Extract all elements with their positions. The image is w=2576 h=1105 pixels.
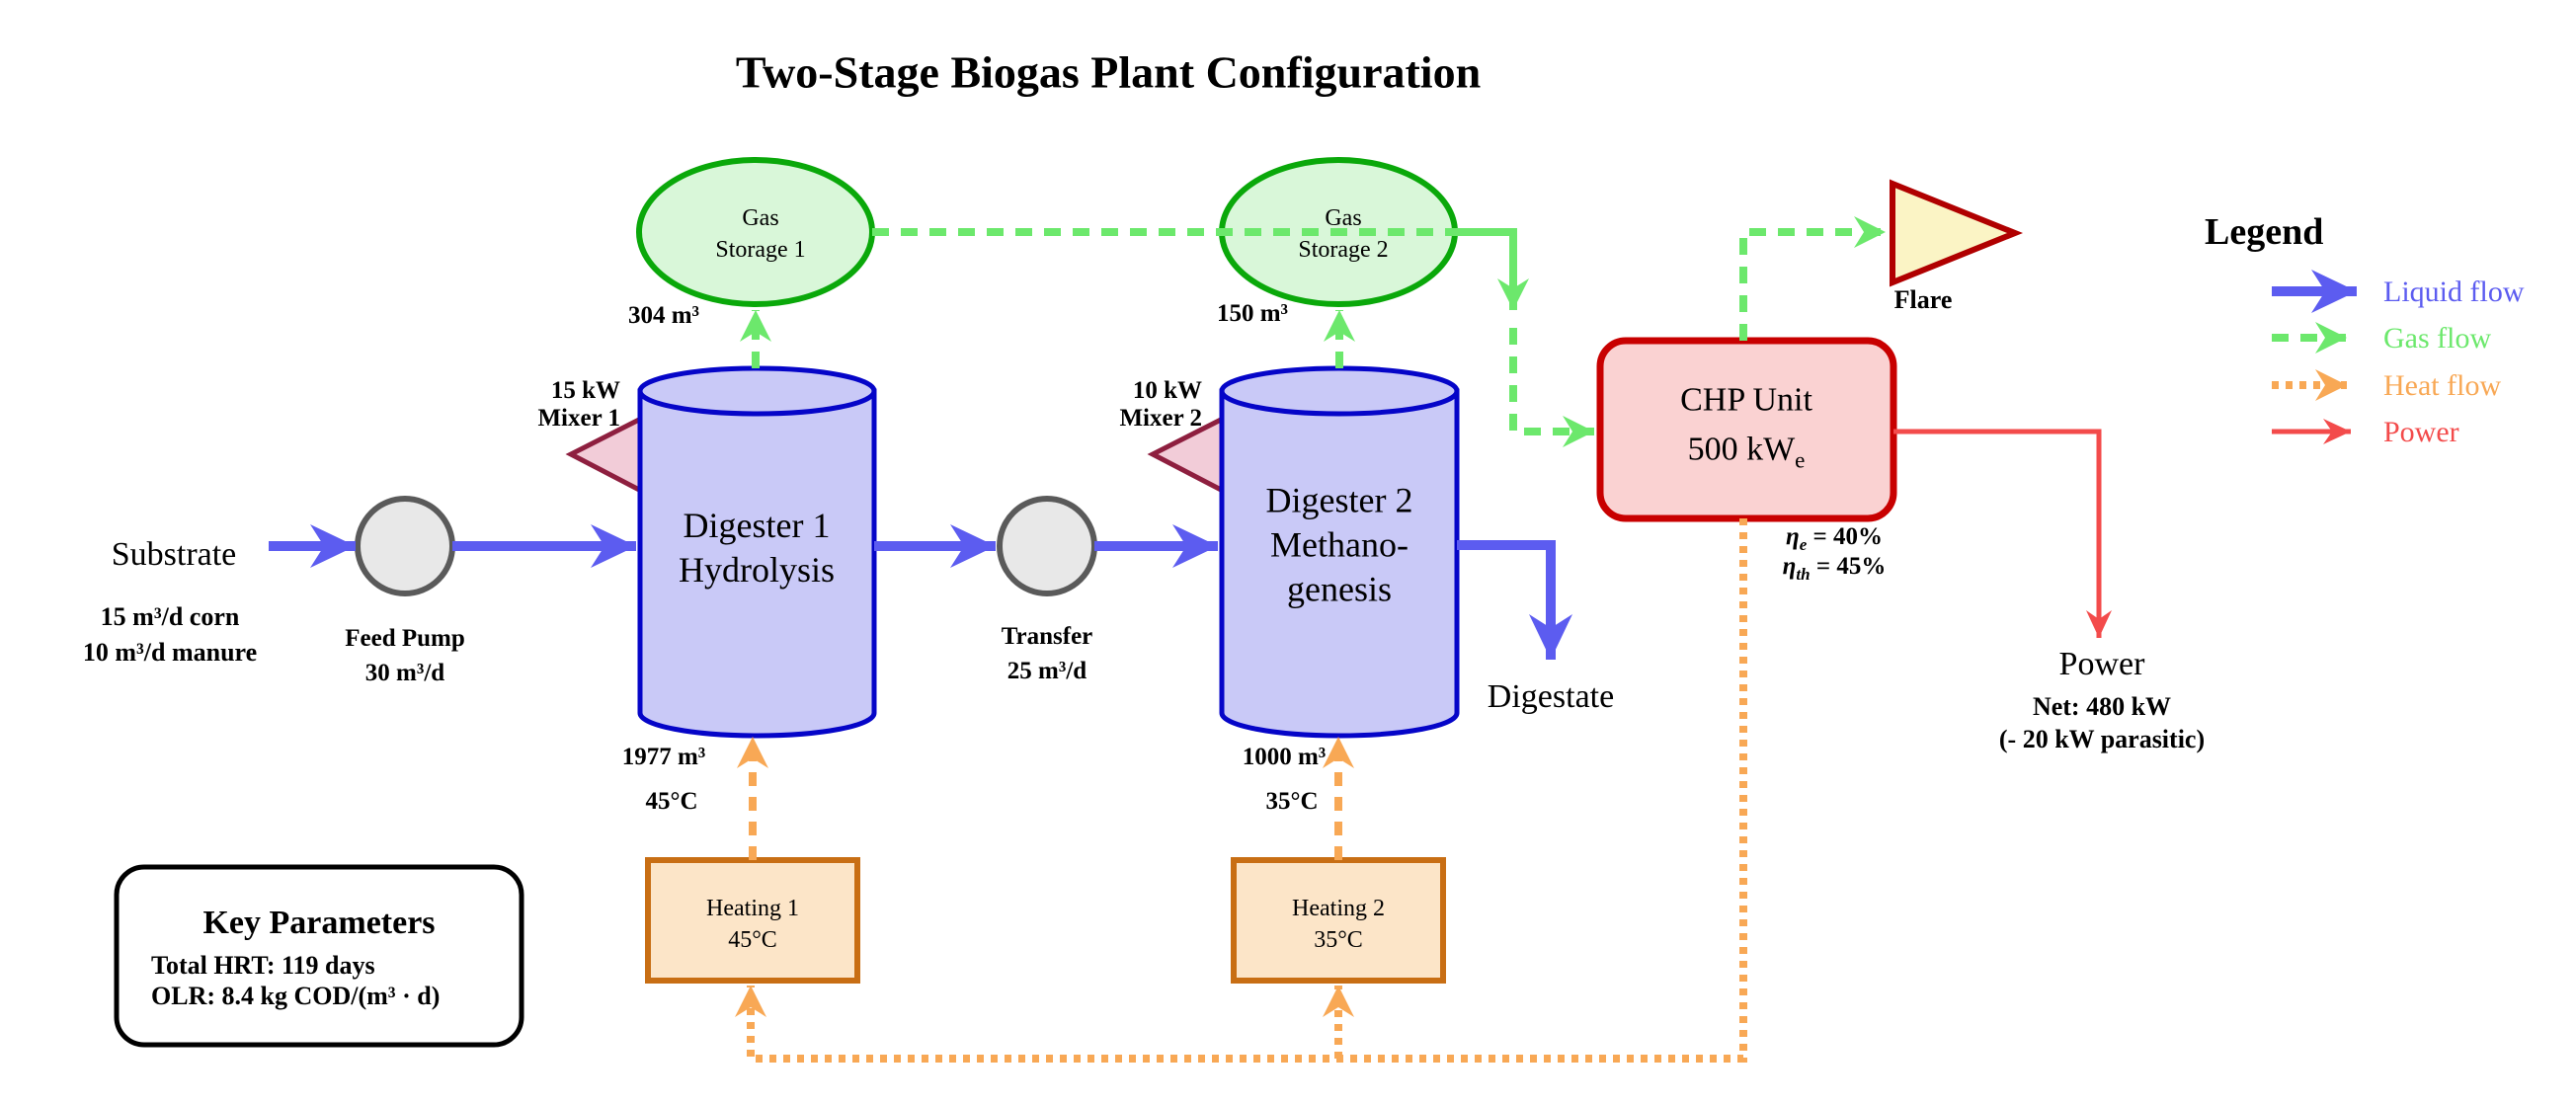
heating2-label: Heating 2 35°C [1292, 893, 1385, 956]
power-net: Net: 480 kW [2032, 692, 2172, 721]
liquid-arrow-digestate [1457, 540, 1572, 660]
gas-arrow-to-chp [1509, 328, 1594, 447]
feed-pump-rate: 30 m³/d [364, 660, 445, 686]
transfer-pump-name: Transfer [1001, 623, 1093, 650]
power-parasitic: (- 20 kW parasitic) [1998, 725, 2206, 753]
legend-item-heat-flow: Heat flow [2383, 369, 2502, 402]
chp-rating: 500 kWe [1687, 431, 1806, 474]
digester2-shape [1219, 365, 1460, 739]
digestate-label: Digestate [1487, 678, 1615, 715]
gas-storage1-volume: 304 m³ [627, 302, 700, 329]
power-label: Power [2058, 646, 2145, 682]
power-arrow-chp-out [1893, 429, 2112, 638]
mixer1-name: Mixer 1 [537, 405, 620, 432]
liquid-flow-lines [269, 524, 1572, 660]
digester1-volume: 1977 m³ [621, 744, 706, 770]
digester2-label: Digester 2 Methano- genesis [1266, 479, 1413, 612]
chp-name: CHP Unit [1680, 381, 1812, 419]
key-parameters-box [114, 864, 524, 1048]
gas-storage1-line1: Gas [742, 205, 779, 231]
legend-title: Legend [2205, 211, 2324, 253]
gas-storage2-label: Gas Storage 2 [1298, 202, 1388, 266]
legend-item-liquid-flow: Liquid flow [2383, 276, 2525, 308]
key-parameters-olr: OLR: 8.4 kg COD/(m³ · d) [151, 982, 441, 1010]
key-parameters-hrt: Total HRT: 119 days [151, 951, 375, 980]
mixer1-power: 15 kW [550, 377, 620, 404]
gas-storage2-volume: 150 m³ [1216, 300, 1289, 327]
gas-flow-lines [740, 216, 1886, 447]
gas-storage2-line1: Gas [1325, 205, 1362, 231]
feed-pump-name: Feed Pump [345, 625, 465, 652]
digester1-process: Hydrolysis [678, 550, 836, 590]
gas-elbow-storage2 [1454, 228, 1529, 310]
digester2-temp: 35°C [1265, 788, 1319, 815]
digester1-label: Digester 1 Hydrolysis [679, 504, 835, 592]
gas-arrow-chp-flare [1739, 216, 1886, 341]
chp-eta-thermal: ηth = 45% [1782, 553, 1887, 585]
digester2-volume: 1000 m³ [1242, 744, 1327, 770]
substrate-feed1: 15 m³/d corn [100, 602, 240, 631]
chp-eta-electric: ηe = 40% [1785, 523, 1884, 555]
flare-shape [1890, 179, 2024, 287]
chp-label: CHP Unit 500 kWe [1680, 376, 1812, 486]
heating1-shape [645, 857, 860, 984]
feed-pump-shape [355, 496, 455, 596]
transfer-pump-shape [997, 496, 1097, 596]
heating1-temp: 45°C [728, 927, 777, 953]
gas-storage1-line2: Storage 1 [715, 237, 806, 263]
heating2-shape [1231, 857, 1446, 984]
digester1-shape [637, 365, 877, 739]
gas-storage1-label: Gas Storage 1 [715, 202, 805, 266]
digester2-process1: Methano- [1270, 524, 1409, 565]
heat-flow-lines [735, 518, 1747, 1063]
heating2-name: Heating 2 [1292, 896, 1385, 921]
substrate-feed2: 10 m³/d manure [82, 638, 258, 667]
digester2-process2: genesis [1287, 569, 1392, 609]
mixer2-name: Mixer 2 [1119, 405, 1202, 432]
heating2-temp: 35°C [1314, 927, 1363, 953]
legend-item-power: Power [2383, 416, 2459, 448]
transfer-pump-rate: 25 m³/d [1006, 658, 1087, 684]
gas-storage2-line2: Storage 2 [1298, 237, 1389, 263]
substrate-label: Substrate [111, 536, 237, 573]
legend-arrows [2272, 270, 2357, 444]
diagram-title: Two-Stage Biogas Plant Configuration [735, 46, 1482, 98]
digester1-temp: 45°C [645, 788, 698, 815]
heating1-name: Heating 1 [706, 896, 799, 921]
digester1-name: Digester 1 [683, 506, 831, 545]
heat-line-chp-heating1 [735, 518, 1747, 1063]
mixer2-power: 10 kW [1132, 377, 1202, 404]
flare-label: Flare [1893, 285, 1953, 314]
digester2-name: Digester 2 [1265, 480, 1413, 520]
heating1-label: Heating 1 45°C [706, 893, 799, 956]
legend-item-gas-flow: Gas flow [2383, 322, 2492, 355]
key-parameters-title: Key Parameters [202, 905, 436, 941]
